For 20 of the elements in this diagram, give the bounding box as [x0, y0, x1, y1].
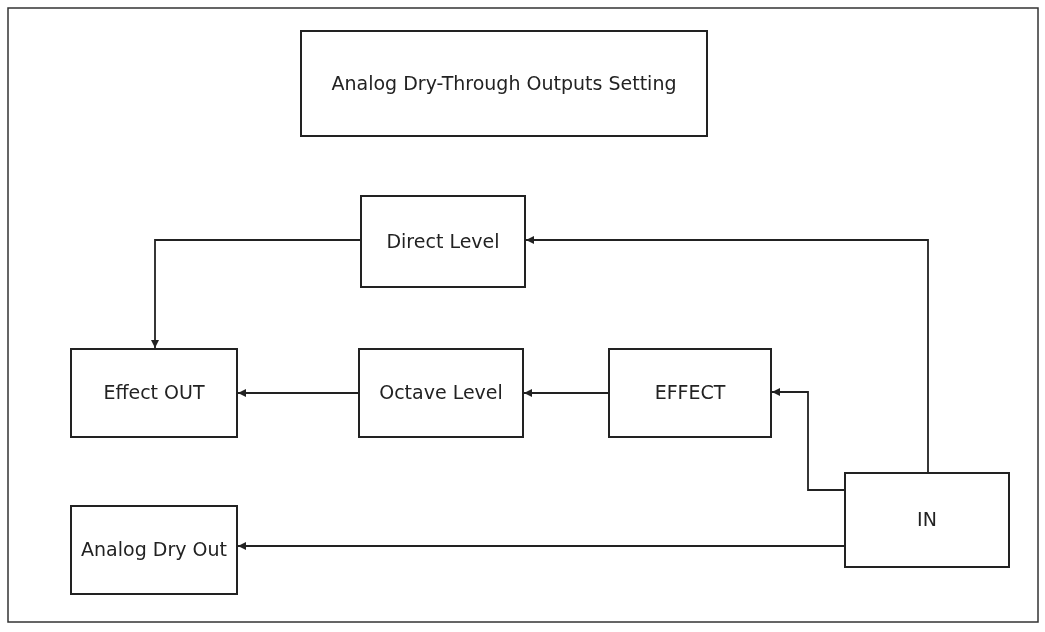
box-label: Analog Dry Out	[80, 537, 228, 563]
process-box	[844, 472, 1010, 568]
box-label: Octave Level	[378, 380, 504, 406]
box-label: EFFECT	[653, 380, 727, 406]
box-label: Direct Level	[385, 228, 501, 254]
arrow	[237, 542, 845, 550]
arrow	[237, 389, 359, 397]
box-label: IN	[916, 507, 938, 533]
process-box	[70, 505, 238, 595]
arrow	[771, 388, 845, 491]
arrow	[151, 239, 361, 349]
box-label: Effect OUT	[102, 380, 206, 406]
arrow	[523, 389, 609, 397]
process-box	[360, 195, 526, 288]
process-box	[300, 30, 708, 137]
box-label: Analog Dry-Through Outputs Setting	[330, 70, 678, 96]
process-box	[358, 348, 524, 438]
process-box	[608, 348, 772, 438]
process-box	[70, 348, 238, 438]
arrow	[525, 236, 929, 473]
